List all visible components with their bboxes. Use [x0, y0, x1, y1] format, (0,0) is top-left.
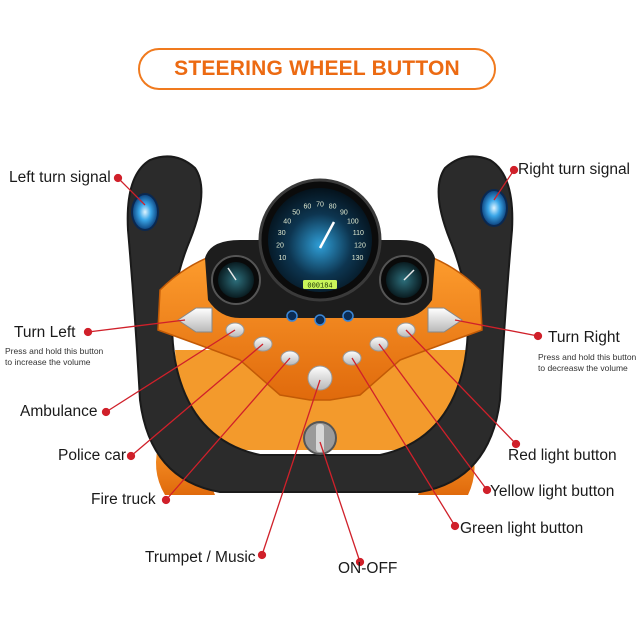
speedometer-tick-label: 70 [316, 202, 324, 209]
speedometer-tick-label: 110 [353, 230, 364, 237]
title-banner: STEERING WHEEL BUTTON [138, 48, 496, 90]
label-turn-right: Turn Right [548, 329, 620, 346]
label-on-off: ON-OFF [338, 560, 398, 577]
speedometer-face [268, 188, 372, 292]
speedometer-tick-label: 90 [340, 209, 348, 216]
speedometer-tick-label: 30 [278, 230, 286, 237]
speedometer-tick-label: 130 [352, 255, 364, 262]
digital-readout-box [303, 280, 337, 289]
label-right-turn-signal: Right turn signal [518, 161, 631, 178]
label-yellow-light-button: Yellow light button [490, 483, 615, 500]
speedometer-tick-label: 40 [283, 219, 291, 226]
speedometer-tick-label: 20 [276, 243, 284, 250]
speedometer-tick-label: 50 [292, 209, 300, 216]
label-left-turn-signal: Left turn signal [9, 169, 111, 186]
right-turn-signal-light [480, 189, 508, 227]
label-fire-truck: Fire truck [91, 491, 156, 508]
digital-readout: 000184 [307, 283, 332, 291]
trumpet-button [307, 365, 333, 391]
speedometer-tick-label: 100 [347, 219, 359, 226]
speedometer-needle [318, 221, 336, 249]
leader-lines [83, 165, 543, 567]
speedometer-tick-label: 120 [354, 243, 366, 250]
turn-right-button [427, 307, 463, 333]
note-turn-right-line2: to decreasw the volume [538, 363, 628, 373]
speedometer-tick-label: 80 [329, 204, 337, 211]
label-turn-left: Turn Left [14, 324, 76, 341]
speedometer-tick-label: 60 [304, 204, 312, 211]
page-title: STEERING WHEEL BUTTON [174, 57, 460, 80]
speedometer-tick-label: 10 [279, 255, 287, 262]
left-turn-signal-light [131, 193, 159, 231]
label-red-light-button: Red light button [508, 447, 617, 464]
note-turn-left-line1: Press and hold this button [5, 346, 104, 356]
note-turn-left-line2: to increase the volume [5, 357, 91, 367]
note-turn-right-line1: Press and hold this button [538, 352, 637, 362]
label-police-car: Police car [58, 447, 127, 464]
label-trumpet-music: Trumpet / Music [145, 549, 256, 566]
turn-left-button [177, 307, 213, 333]
label-green-light-button: Green light button [460, 520, 584, 537]
label-ambulance: Ambulance [20, 403, 98, 420]
